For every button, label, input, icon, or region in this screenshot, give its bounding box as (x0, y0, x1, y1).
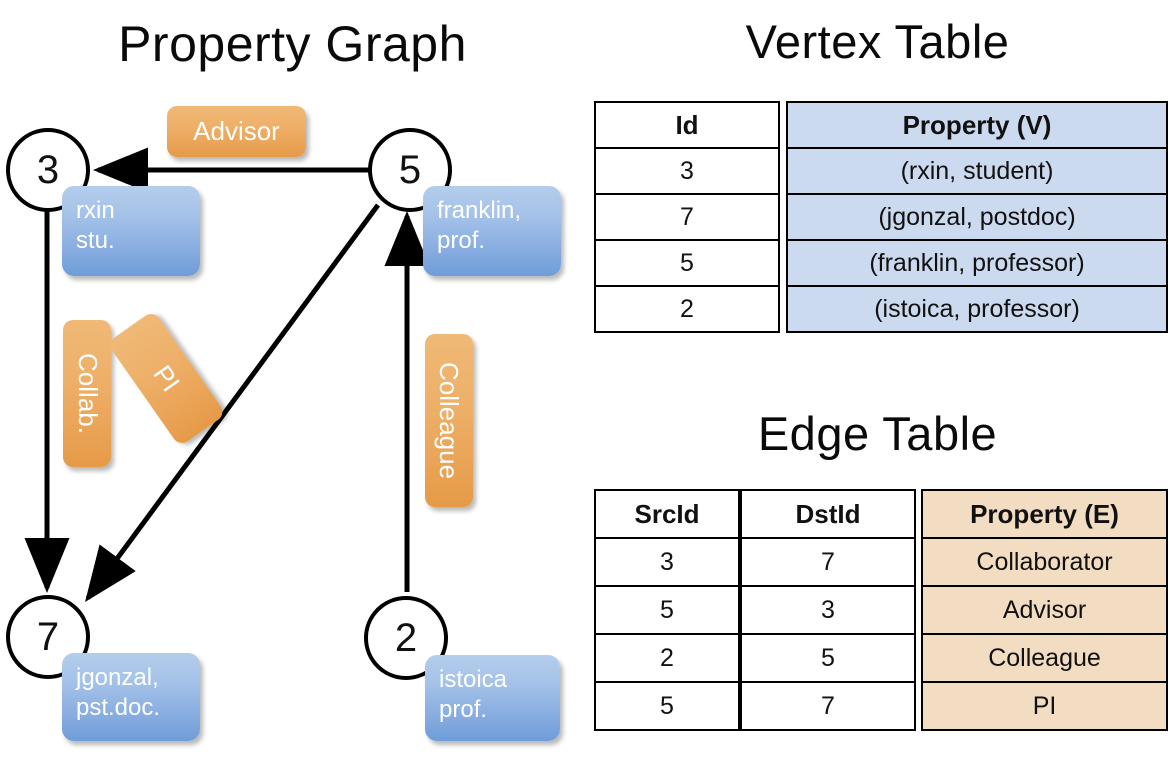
vertex-property-box-rxin[interactable]: rxin stu. (62, 186, 200, 276)
edge-label-box-collab[interactable]: Collab. (63, 320, 111, 467)
table-header-row: SrcId (594, 489, 740, 539)
table-row[interactable]: 2 (594, 285, 780, 333)
table-row[interactable]: 5 (594, 681, 740, 731)
page-title-property-graph: Property Graph (118, 16, 467, 72)
edge-table-header-srcid: SrcId (594, 489, 740, 539)
vertex-property-istoica-line1: istoica (439, 666, 508, 693)
edge-label-box-pi[interactable]: PI (106, 310, 227, 447)
table-row[interactable]: (rxin, student) (786, 147, 1168, 195)
edge-label-pi: PI (147, 359, 187, 397)
table-row[interactable]: 5 (594, 585, 740, 635)
vertex-property-box-jgonzal[interactable]: jgonzal, pst.doc. (62, 653, 200, 741)
edge-label-colleague: Colleague (434, 361, 465, 480)
edge-table-property-column: Property (E) Collaborator Advisor Collea… (921, 489, 1168, 731)
edge-table-cell-dstid: 5 (740, 633, 916, 683)
table-row[interactable]: 3 (594, 147, 780, 195)
table-row[interactable]: (istoica, professor) (786, 285, 1168, 333)
edge-table-cell-dstid: 7 (740, 681, 916, 731)
vertex-property-jgonzal-line2: pst.doc. (76, 694, 161, 721)
vertex-property-franklin-line1: franklin, (437, 197, 522, 224)
table-header-row: Id (594, 101, 780, 149)
table-row[interactable]: (franklin, professor) (786, 239, 1168, 287)
table-row[interactable]: Advisor (921, 585, 1168, 635)
vertex-table-cell-property: (jgonzal, postdoc) (786, 193, 1168, 241)
vertex-table-header-id: Id (594, 101, 780, 149)
vertex-table-property-column: Property (V) (rxin, student) (jgonzal, p… (786, 101, 1168, 333)
table-row[interactable]: PI (921, 681, 1168, 731)
vertex-property-box-istoica[interactable]: istoica prof. (425, 655, 560, 741)
table-row[interactable]: 5 (594, 239, 780, 287)
edge-table-header-property: Property (E) (921, 489, 1168, 539)
table-row[interactable]: 7 (740, 537, 916, 587)
vertex-property-rxin-line1: rxin (76, 197, 115, 224)
vertex-table-cell-id: 7 (594, 193, 780, 241)
table-row[interactable]: 2 (594, 633, 740, 683)
edge-table-cell-srcid: 5 (594, 585, 740, 635)
property-graph-diagram: 3 5 7 2 rxin stu. franklin, prof. jgonza… (6, 106, 561, 741)
graph-node-2[interactable]: 2 (364, 596, 448, 680)
table-row[interactable]: (jgonzal, postdoc) (786, 193, 1168, 241)
vertex-property-jgonzal-line1: jgonzal, (76, 664, 159, 691)
vertex-table-cell-id: 5 (594, 239, 780, 287)
table-header-row: DstId (740, 489, 916, 539)
edge-table-cell-property: PI (921, 681, 1168, 731)
edge-table-cell-property: Colleague (921, 633, 1168, 683)
edge-table-cell-dstid: 3 (740, 585, 916, 635)
vertex-table-cell-property: (franklin, professor) (786, 239, 1168, 287)
table-row[interactable]: 3 (740, 585, 916, 635)
edge-table-cell-property: Advisor (921, 585, 1168, 635)
graph-node-7-label: 7 (36, 615, 60, 659)
graph-node-5-label: 5 (398, 148, 422, 192)
vertex-table-id-column: Id 3 7 5 2 (594, 101, 780, 333)
edge-table-srcid-column: SrcId 3 5 2 5 (594, 489, 740, 731)
edge-label-advisor: Advisor (193, 116, 280, 146)
edge-table-cell-srcid: 3 (594, 537, 740, 587)
table-header-row: Property (V) (786, 101, 1168, 149)
edge-table-cell-dstid: 7 (740, 537, 916, 587)
edge-table-cell-srcid: 5 (594, 681, 740, 731)
edge-table-cell-property: Collaborator (921, 537, 1168, 587)
vertex-property-box-franklin[interactable]: franklin, prof. (423, 186, 561, 276)
edge-table-cell-srcid: 2 (594, 633, 740, 683)
edge-label-collab: Collab. (72, 353, 103, 434)
vertex-table-header-property: Property (V) (786, 101, 1168, 149)
page-title-edge-table: Edge Table (757, 407, 998, 460)
graph-node-3-label: 3 (36, 148, 60, 192)
graph-node-2-label: 2 (394, 616, 418, 660)
table-row[interactable]: Colleague (921, 633, 1168, 683)
table-row[interactable]: 3 (594, 537, 740, 587)
vertex-table-cell-id: 2 (594, 285, 780, 333)
table-row[interactable]: 5 (740, 633, 916, 683)
vertex-property-rxin-line2: stu. (76, 227, 115, 254)
edge-table-dstid-column: DstId 7 3 5 7 (740, 489, 916, 731)
table-header-row: Property (E) (921, 489, 1168, 539)
table-row[interactable]: 7 (740, 681, 916, 731)
edge-label-box-advisor[interactable]: Advisor (167, 106, 306, 157)
table-row[interactable]: Collaborator (921, 537, 1168, 587)
page-title-vertex-table: Vertex Table (745, 15, 1010, 68)
edge-label-box-colleague[interactable]: Colleague (425, 334, 473, 507)
graph-node-5[interactable]: 5 (368, 128, 452, 212)
vertex-property-franklin-line2: prof. (437, 227, 486, 254)
vertex-property-istoica-line2: prof. (439, 696, 488, 723)
vertex-table-cell-property: (rxin, student) (786, 147, 1168, 195)
vertex-table-cell-property: (istoica, professor) (786, 285, 1168, 333)
vertex-table-cell-id: 3 (594, 147, 780, 195)
table-row[interactable]: 7 (594, 193, 780, 241)
edge-table-header-dstid: DstId (740, 489, 916, 539)
